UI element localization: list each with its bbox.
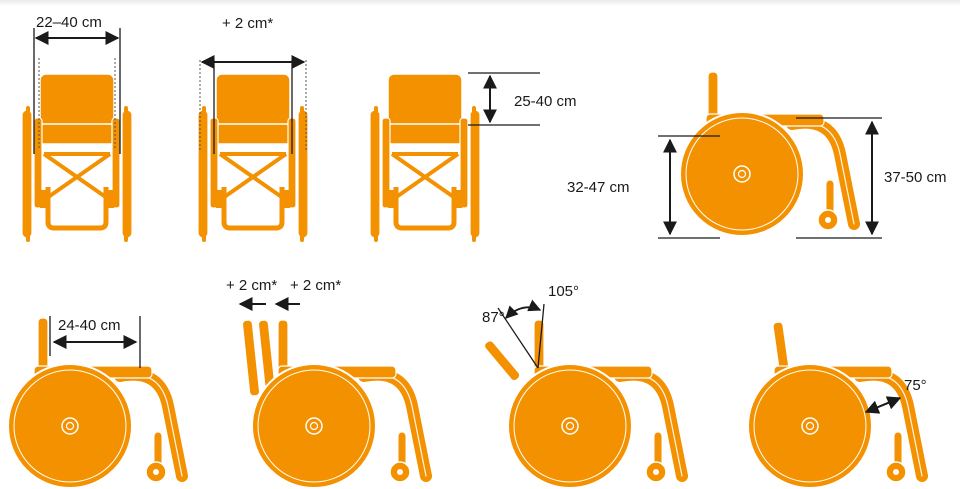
seat-depth-label: 24-40 cm <box>58 317 121 334</box>
backrest-shift-label-b: + 2 cm* <box>290 277 341 294</box>
top-fade <box>0 0 960 6</box>
backrest-height-label: 25-40 cm <box>514 93 577 110</box>
angle-max-label: 105° <box>548 283 579 300</box>
width-extension-label: + 2 cm* <box>222 15 273 32</box>
angle-line-upright <box>537 303 545 369</box>
backrest-shift-label-a: + 2 cm* <box>226 277 277 294</box>
angle-line-reclined <box>497 307 539 369</box>
angle-min-label: 87° <box>482 309 505 326</box>
backrest-angle-arc <box>505 299 542 319</box>
side-view-backrest-angle <box>483 319 682 488</box>
seat-width-label: 22–40 cm <box>36 14 102 31</box>
footrest-angle-arrow <box>864 396 902 414</box>
front-seat-height-label: 37-50 cm <box>884 169 947 186</box>
side-view-seat-height <box>680 71 854 236</box>
rear-seat-height-label: 32-47 cm <box>567 179 630 196</box>
side-view-seat-depth <box>8 317 182 488</box>
front-view-chair-3 <box>370 74 480 242</box>
footrest-angle-label: 75° <box>904 377 927 394</box>
side-view-backrest-shift <box>241 319 426 488</box>
side-view-footrest-angle <box>748 321 922 488</box>
